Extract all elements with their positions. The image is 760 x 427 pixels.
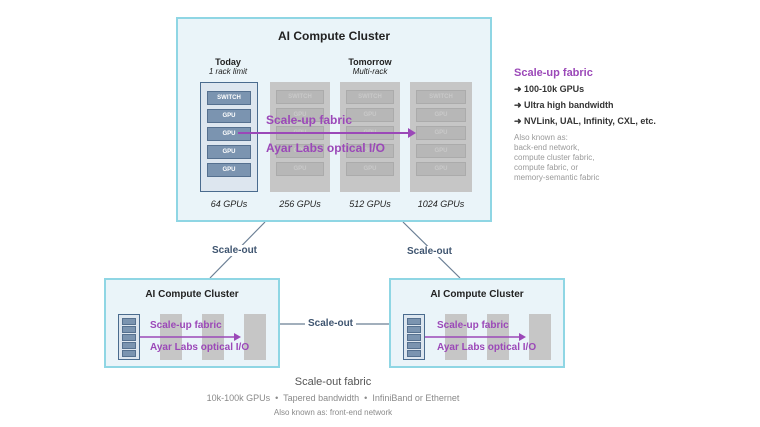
scale-out-label-right: Scale-out xyxy=(404,246,456,257)
rack-512: SWITCH GPU GPU GPU GPU xyxy=(340,82,400,192)
optical-io-label: Ayar Labs optical I/O xyxy=(437,342,537,353)
gpu-slot: GPU xyxy=(416,144,466,158)
today-heading: Today xyxy=(215,57,241,67)
scale-up-aka: Also known as: back-end network, compute… xyxy=(514,133,599,183)
switch-slot: SWITCH xyxy=(207,91,251,105)
gpu-slot: GPU xyxy=(207,109,251,123)
rack-caption: 1024 GPUs xyxy=(417,199,465,209)
cluster-title: AI Compute Cluster xyxy=(277,29,390,43)
today-label: Today 1 rack limit xyxy=(198,57,258,76)
tomorrow-label: Tomorrow Multi-rack xyxy=(338,57,402,76)
gpu-slot: GPU xyxy=(207,145,251,159)
scale-up-arrow xyxy=(140,333,241,341)
mini-slot xyxy=(122,342,136,349)
scale-out-fabric-details: 10k-100k GPUs • Tapered bandwidth • Infi… xyxy=(206,393,460,403)
gpu-slot: GPU xyxy=(207,163,251,177)
gpu-slot: GPU xyxy=(416,108,466,122)
scale-out-fabric-aka: Also known as: front-end network xyxy=(273,408,393,417)
scale-up-bullet: ➜ NVLink, UAL, Infinity, CXL, etc. xyxy=(514,116,656,126)
mini-rack-today xyxy=(403,314,425,360)
rack-1024: SWITCH GPU GPU GPU GPU xyxy=(410,82,472,192)
mini-rack xyxy=(244,314,266,360)
scale-up-arrow xyxy=(425,333,526,341)
aka-line: back-end network, xyxy=(514,143,580,152)
scale-out-label-left: Scale-out xyxy=(209,245,261,256)
today-subheading: 1 rack limit xyxy=(208,67,248,76)
switch-slot: SWITCH xyxy=(276,90,324,104)
rack-caption: 64 GPUs xyxy=(210,199,248,209)
scale-up-fabric-label: Scale-up fabric xyxy=(437,320,509,331)
mini-slot xyxy=(122,350,136,357)
mini-slot xyxy=(407,342,421,349)
mini-slot xyxy=(407,350,421,357)
gpu-slot: GPU xyxy=(276,108,324,122)
bottom-right-cluster: AI Compute Cluster Scale-up fabric Ayar … xyxy=(389,278,565,368)
aka-line: compute fabric, or xyxy=(514,163,579,172)
mini-slot xyxy=(122,318,136,325)
optical-io-label: Ayar Labs optical I/O xyxy=(266,141,385,155)
gpu-slot: GPU xyxy=(346,144,394,158)
aka-line: memory-semantic fabric xyxy=(514,173,600,182)
aka-line: compute cluster fabric, xyxy=(514,153,595,162)
mini-slot xyxy=(407,326,421,333)
rack-256: SWITCH GPU GPU GPU GPU xyxy=(270,82,330,192)
mini-slot xyxy=(122,326,136,333)
gpu-slot: GPU xyxy=(276,162,324,176)
mini-rack-today xyxy=(118,314,140,360)
rack-caption: 512 GPUs xyxy=(349,199,391,209)
mini-rack xyxy=(529,314,551,360)
scale-up-bullet: ➜ 100-10k GPUs xyxy=(514,84,585,94)
rack-today: SWITCH GPU GPU GPU GPU xyxy=(200,82,258,192)
gpu-slot: GPU xyxy=(346,108,394,122)
gpu-slot: GPU xyxy=(416,162,466,176)
scale-up-fabric-label: Scale-up fabric xyxy=(150,320,222,331)
switch-slot: SWITCH xyxy=(346,90,394,104)
scale-up-fabric-label: Scale-up fabric xyxy=(266,113,353,127)
mini-slot xyxy=(122,334,136,341)
scale-up-panel-heading: Scale-up fabric xyxy=(514,67,593,79)
top-cluster: AI Compute Cluster Today 1 rack limit To… xyxy=(176,17,492,222)
gpu-slot: GPU xyxy=(276,144,324,158)
mini-slot xyxy=(407,334,421,341)
rack-caption: 256 GPUs xyxy=(279,199,321,209)
scale-up-bullet: ➜ Ultra high bandwidth xyxy=(514,100,614,110)
scale-out-fabric-heading: Scale-out fabric xyxy=(294,376,372,388)
cluster-title: AI Compute Cluster xyxy=(430,289,524,300)
tomorrow-heading: Tomorrow xyxy=(348,57,392,67)
gpu-slot: GPU xyxy=(416,126,466,140)
bottom-left-cluster: AI Compute Cluster Scale-up fabric Ayar … xyxy=(104,278,280,368)
cluster-title: AI Compute Cluster xyxy=(145,289,239,300)
aka-line: Also known as: xyxy=(514,133,568,142)
switch-slot: SWITCH xyxy=(416,90,466,104)
gpu-slot: GPU xyxy=(346,162,394,176)
optical-io-label: Ayar Labs optical I/O xyxy=(150,342,250,353)
mini-slot xyxy=(407,318,421,325)
scale-up-arrow xyxy=(238,128,416,138)
tomorrow-subheading: Multi-rack xyxy=(352,67,388,76)
scale-out-label-middle: Scale-out xyxy=(305,318,357,329)
